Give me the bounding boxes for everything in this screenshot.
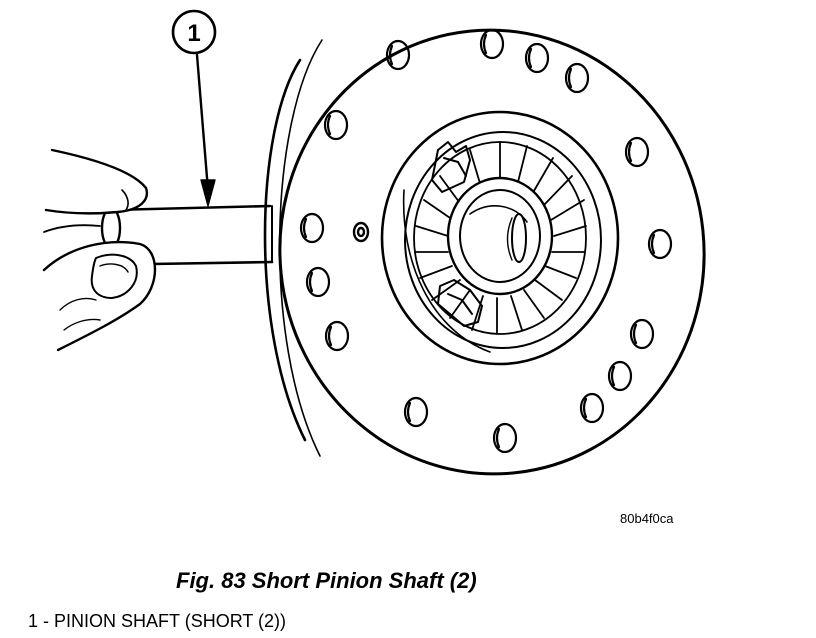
side-gear-hub bbox=[446, 176, 554, 296]
callout-1: 1 bbox=[171, 9, 217, 55]
bolt-hole bbox=[492, 422, 518, 454]
bolt-hole bbox=[305, 266, 331, 298]
bolt-hole bbox=[607, 360, 633, 392]
bolt-hole bbox=[647, 228, 673, 260]
image-code: 80b4f0ca bbox=[620, 511, 674, 526]
bolt-hole bbox=[323, 109, 349, 141]
bolt-hole bbox=[579, 392, 605, 424]
callout-number: 1 bbox=[187, 20, 200, 47]
flange-bolt-holes bbox=[299, 28, 673, 454]
bolt-hole bbox=[624, 136, 650, 168]
callout-leader bbox=[195, 53, 216, 207]
bolt-hole bbox=[524, 42, 550, 74]
pinion-shaft-short bbox=[100, 204, 274, 266]
bolt-hole bbox=[324, 320, 350, 352]
bolt-hole bbox=[299, 212, 325, 244]
differential-case-flange bbox=[263, 28, 706, 476]
pinion-gear-upper bbox=[431, 141, 471, 193]
bolt-hole bbox=[629, 318, 655, 350]
case-opening bbox=[380, 110, 620, 366]
legend-number: 1 bbox=[28, 611, 39, 631]
bolt-hole bbox=[479, 28, 505, 60]
legend-label: PINION SHAFT (SHORT (2)) bbox=[54, 611, 287, 631]
legend-separator: - bbox=[38, 611, 55, 631]
pinion-shaft-illustration: 1 bbox=[42, 9, 706, 476]
hand bbox=[42, 148, 157, 352]
figure-caption: Fig. 83 Short Pinion Shaft (2) bbox=[176, 568, 477, 593]
bolt-hole bbox=[403, 396, 429, 428]
shaft-bore-hole bbox=[352, 221, 370, 243]
pinion-gear-lower bbox=[437, 279, 483, 327]
legend-item: 1 - PINION SHAFT (SHORT (2)) bbox=[28, 611, 286, 632]
bolt-hole bbox=[564, 62, 590, 94]
bolt-hole bbox=[385, 39, 411, 71]
